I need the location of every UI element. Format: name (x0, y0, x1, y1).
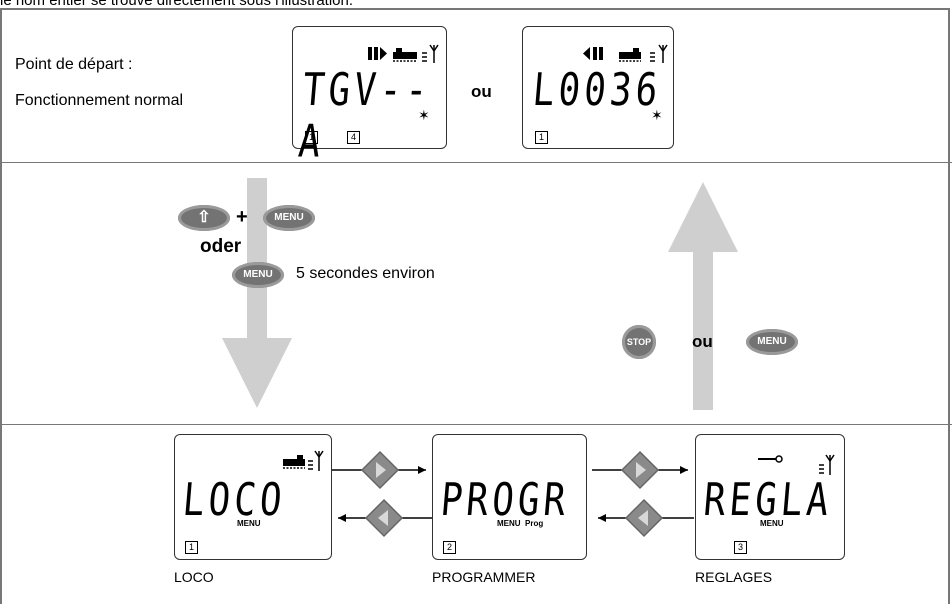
lcd-display-tgv: TGV--A ✶ 1 4 (292, 26, 447, 168)
screen-subtext: MENU (760, 519, 784, 528)
start-sublabel: Fonctionnement normal (15, 92, 184, 109)
loco-antenna-icon (283, 450, 324, 471)
loco-status-icons (368, 44, 439, 63)
star-icon: ✶ (418, 107, 430, 123)
slot-number: 3 (734, 541, 747, 554)
screen-name-loco: LOCO (174, 569, 214, 585)
screen-name-programmer: PROGRAMMER (432, 569, 536, 585)
nav-arrows-loco-progr (332, 450, 432, 538)
slot-number: 1 (185, 541, 198, 554)
screen-subtext: MENU Prog (497, 519, 544, 528)
lcd-screen-loco: LOCO MENU 1 (174, 434, 332, 560)
diagram-frame (0, 8, 950, 604)
slot-number: 1 (535, 131, 548, 144)
or-label: ou (692, 332, 713, 351)
divider-top (0, 162, 952, 163)
down-arrow (222, 178, 292, 408)
start-label: Point de départ : (15, 56, 133, 73)
slot-number: 2 (443, 541, 456, 554)
up-arrow (668, 182, 738, 410)
loco-status-icons (583, 44, 668, 63)
wrench-antenna-icon (758, 454, 835, 475)
menu-button[interactable]: MENU (232, 262, 284, 288)
display-text: L0036 (530, 65, 664, 117)
screen-text: LOCO (180, 475, 288, 527)
stop-button[interactable]: STOP (622, 325, 656, 359)
screen-subtext: MENU (237, 519, 261, 528)
slot-number: 4 (347, 131, 360, 144)
lcd-screen-regla: REGLA MENU 3 (695, 434, 845, 560)
divider-bottom (0, 424, 952, 425)
oder-label: oder (200, 236, 242, 257)
lcd-screen-progr: PROGR MENU Prog 2 (432, 434, 587, 560)
nav-arrows-progr-regla (592, 450, 694, 538)
menu-button[interactable]: MENU (746, 329, 798, 355)
slot-number: 1 (305, 131, 318, 144)
shift-button[interactable]: ⇧ (178, 205, 230, 231)
caption-text: le nom entier se trouve directement sous… (0, 0, 354, 9)
menu-button[interactable]: MENU (263, 205, 315, 231)
or-label: ou (471, 82, 492, 101)
shift-arrow-icon: ⇧ (197, 209, 211, 226)
screen-name-reglages: REGLAGES (695, 569, 773, 585)
duration-label: 5 secondes environ (296, 265, 435, 282)
plus-sign: + (236, 206, 248, 228)
lcd-display-loco36: L0036 ✶ 1 (522, 26, 674, 149)
star-icon: ✶ (651, 107, 663, 123)
